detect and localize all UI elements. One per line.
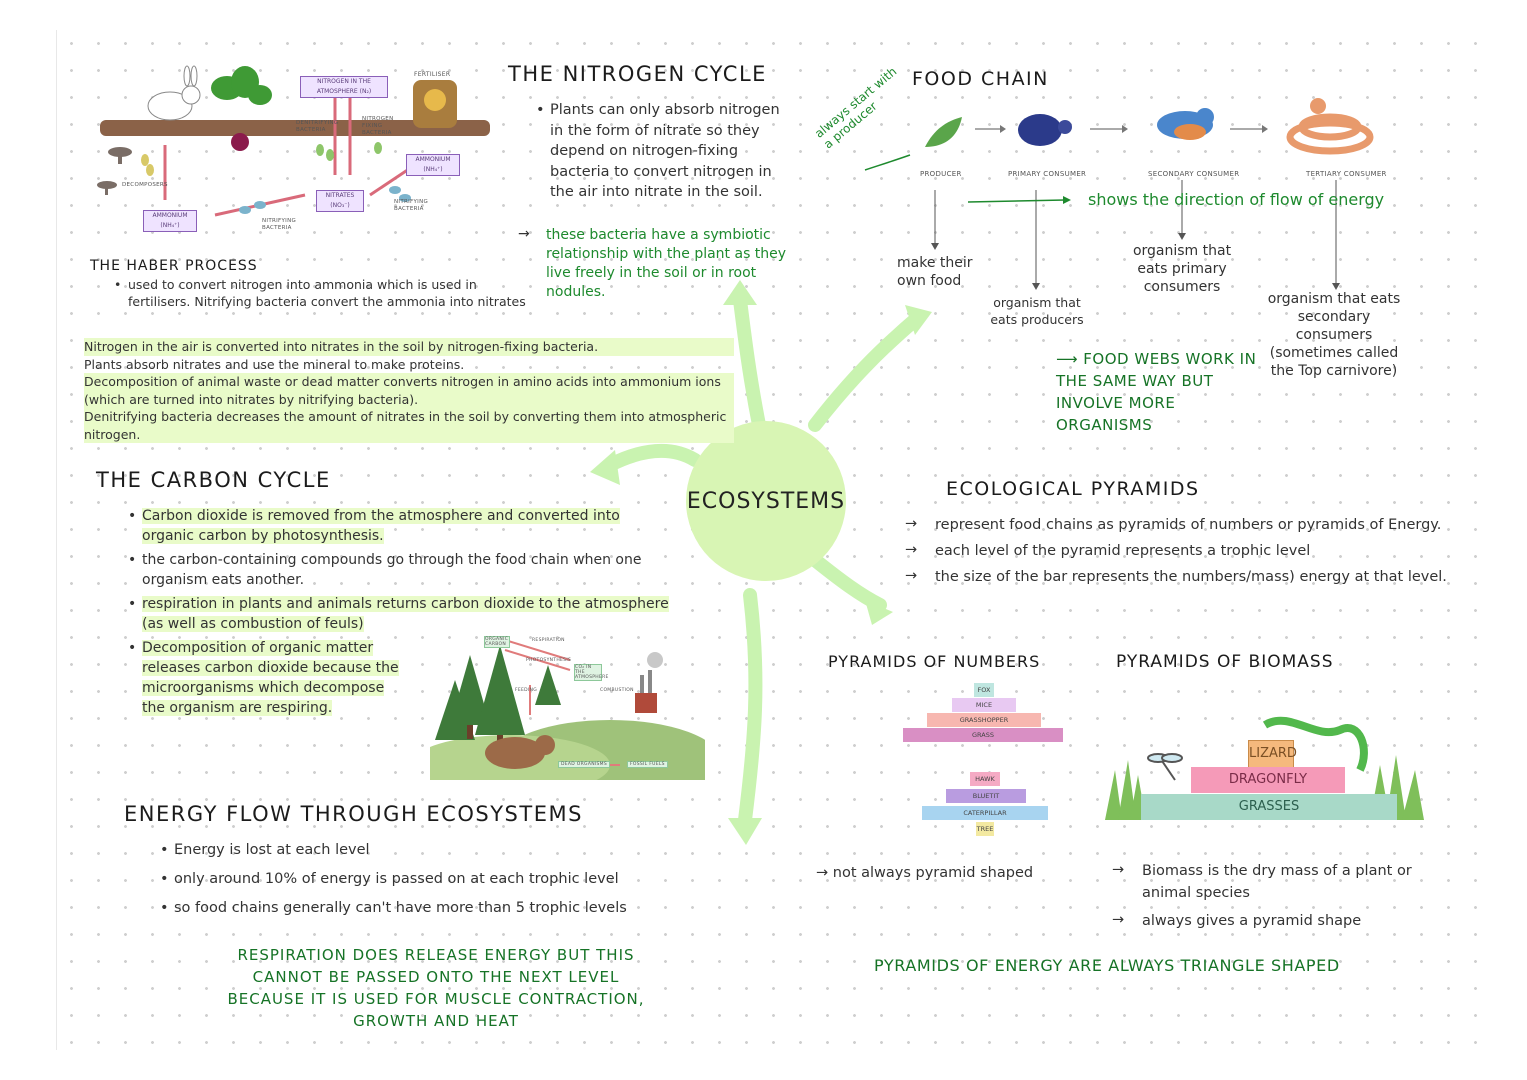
denitrifying-label: DENITRIFYING BACTERIA xyxy=(296,120,330,134)
carbon-bullet-2: the carbon-containing compounds go throu… xyxy=(128,550,673,590)
desc-tertiary: organism that eats secondary consumers (… xyxy=(1264,290,1404,380)
haber-bullet: used to convert nitrogen into ammonia wh… xyxy=(114,276,534,310)
dead-organisms-box: DEAD ORGANISMS xyxy=(558,761,610,768)
arrow-icon: ⟶ xyxy=(1056,350,1078,368)
co2-box: CO₂ IN THE ATMOSPHERE xyxy=(574,664,602,681)
nitrogen-bullet: Plants can only absorb nitrogen in the f… xyxy=(536,100,786,203)
summary-line-2: Plants absorb nitrates and use the miner… xyxy=(84,356,734,374)
bar-grasses: GRASSES xyxy=(1141,794,1397,820)
haber-bullets: used to convert nitrogen into ammonia wh… xyxy=(114,276,534,314)
arrow-icon: → xyxy=(816,865,828,881)
energy-flow-title: ENERGY FLOW THROUGH ECOSYSTEMS xyxy=(124,802,583,826)
nitrogen-cycle-title: THE NITROGEN CYCLE xyxy=(508,62,767,86)
fossil-fuels-box: FOSSIL FUELS xyxy=(627,761,668,768)
desc-producer: make their own food xyxy=(897,254,987,290)
numbers-title: PYRAMIDS OF NUMBERS xyxy=(828,652,1040,671)
carbon-bullet-4-text: Decomposition of organic matter releases… xyxy=(142,640,399,716)
biomass-note-2: always gives a pyramid shape xyxy=(1112,910,1432,932)
nitrifying-right-label: NITRIFYING BACTERIA xyxy=(394,199,422,213)
organic-carbon-box: ORGANIC CARBON xyxy=(484,636,510,648)
summary-line-4: Denitrifying bacteria decreases the amou… xyxy=(84,408,734,443)
energy-bullet-1: Energy is lost at each level xyxy=(160,836,720,865)
bar-mice: MICE xyxy=(952,698,1016,712)
haber-title: THE HABER PROCESS xyxy=(90,258,258,274)
bar-grasshopper: GRASSHOPPER xyxy=(927,713,1041,727)
fertiliser-label: FERTILISER xyxy=(414,71,450,78)
energy-bullet-2: only around 10% of energy is passed on a… xyxy=(160,865,720,894)
carbon-bullet-1: Carbon dioxide is removed from the atmos… xyxy=(128,506,673,546)
summary-line-1: Nitrogen in the air is converted into ni… xyxy=(84,338,734,356)
photosynthesis-label: PHOTOSYNTHESIS xyxy=(526,658,571,663)
nitrates-box: NITRATES (NO₃⁻) xyxy=(316,190,364,212)
ammonium-box-bottom: AMMONIUM (NH₄⁺) xyxy=(143,210,197,232)
symbiotic-note-text: these bacteria have a symbiotic relation… xyxy=(518,226,796,302)
bar-lizard: LIZARD xyxy=(1248,740,1294,768)
pyramid-point-1: represent food chains as pyramids of num… xyxy=(905,514,1450,536)
bar-tree: TREE xyxy=(976,822,994,836)
respiration-label: RESPIRATION xyxy=(532,638,565,643)
energy-flow-note: shows the direction of flow of energy xyxy=(1088,190,1384,209)
respiration-note: RESPIRATION DOES RELEASE ENERGY BUT THIS… xyxy=(216,944,656,1032)
food-webs-note: ⟶ FOOD WEBS WORK IN THE SAME WAY BUT INV… xyxy=(1056,348,1266,436)
nitrogen-bullets: Plants can only absorb nitrogen in the f… xyxy=(536,100,786,207)
pyramid-point-2: each level of the pyramid represents a t… xyxy=(905,540,1450,562)
ecosystems-node: ECOSYSTEMS xyxy=(686,421,846,581)
bar-fox: FOX xyxy=(974,683,994,697)
snake-icon xyxy=(1290,117,1370,151)
food-chain-title: FOOD CHAIN xyxy=(912,68,1049,90)
energy-bullets: Energy is lost at each level only around… xyxy=(160,836,720,923)
feeding-label: FEEDING xyxy=(515,688,537,693)
symbiotic-note: these bacteria have a symbiotic relation… xyxy=(518,226,796,306)
biomass-note-1: Biomass is the dry mass of a plant or an… xyxy=(1112,860,1432,904)
beetle-icon xyxy=(1018,114,1062,146)
numbers-note: → not always pyramid shaped xyxy=(816,864,1036,883)
carbon-bullet-4: Decomposition of organic matter releases… xyxy=(128,638,402,718)
bar-bluetit: BLUETIT xyxy=(946,789,1026,803)
dragonfly-icon xyxy=(1148,754,1182,780)
carbon-bullet-1-text: Carbon dioxide is removed from the atmos… xyxy=(142,508,620,544)
pyramid-point-3: the size of the bar represents the numbe… xyxy=(905,566,1450,588)
combustion-label: COMBUSTION xyxy=(600,688,634,693)
summary-line-3: Decomposition of animal waste or dead ma… xyxy=(84,373,734,408)
bar-dragonfly: DRAGONFLY xyxy=(1191,767,1345,793)
nitrogen-atmosphere-box: NITROGEN IN THE ATMOSPHERE (N₂) xyxy=(300,76,388,98)
ammonium-box-top: AMMONIUM (NH₄⁺) xyxy=(406,154,460,176)
carbon-cycle-title: THE CARBON CYCLE xyxy=(96,468,331,492)
page-margin xyxy=(56,30,57,1050)
energy-pyramid-note: PYRAMIDS OF ENERGY ARE ALWAYS TRIANGLE S… xyxy=(874,956,1340,975)
bar-caterpillar: CATERPILLAR xyxy=(922,806,1048,820)
bar-hawk: HAWK xyxy=(970,772,1000,786)
carbon-cycle-diagram xyxy=(430,625,705,780)
decomposers-label: DECOMPOSERS xyxy=(122,182,168,188)
pyramids-title: ECOLOGICAL PYRAMIDS xyxy=(946,478,1200,500)
nitrogen-summary: Nitrogen in the air is converted into ni… xyxy=(84,338,734,443)
numbers-note-text: not always pyramid shaped xyxy=(833,865,1033,881)
desc-primary: organism that eats producers xyxy=(982,294,1092,328)
energy-bullet-3: so food chains generally can't have more… xyxy=(160,894,720,923)
bar-grass: GRASS xyxy=(903,728,1063,742)
center-title: ECOSYSTEMS xyxy=(687,489,845,514)
nitrogen-fixing-label: NITROGEN FIXING BACTERIA xyxy=(362,116,398,137)
desc-secondary: organism that eats primary consumers xyxy=(1122,242,1242,296)
biomass-notes: Biomass is the dry mass of a plant or an… xyxy=(1112,860,1432,936)
leaf-icon xyxy=(925,117,962,147)
food-webs-text: FOOD WEBS WORK IN THE SAME WAY BUT INVOL… xyxy=(1056,350,1256,434)
pyramid-points: represent food chains as pyramids of num… xyxy=(905,514,1450,592)
biomass-title: PYRAMIDS OF BIOMASS xyxy=(1116,652,1333,672)
nitrifying-bottom-label: NITRIFYING BACTERIA xyxy=(262,218,290,232)
